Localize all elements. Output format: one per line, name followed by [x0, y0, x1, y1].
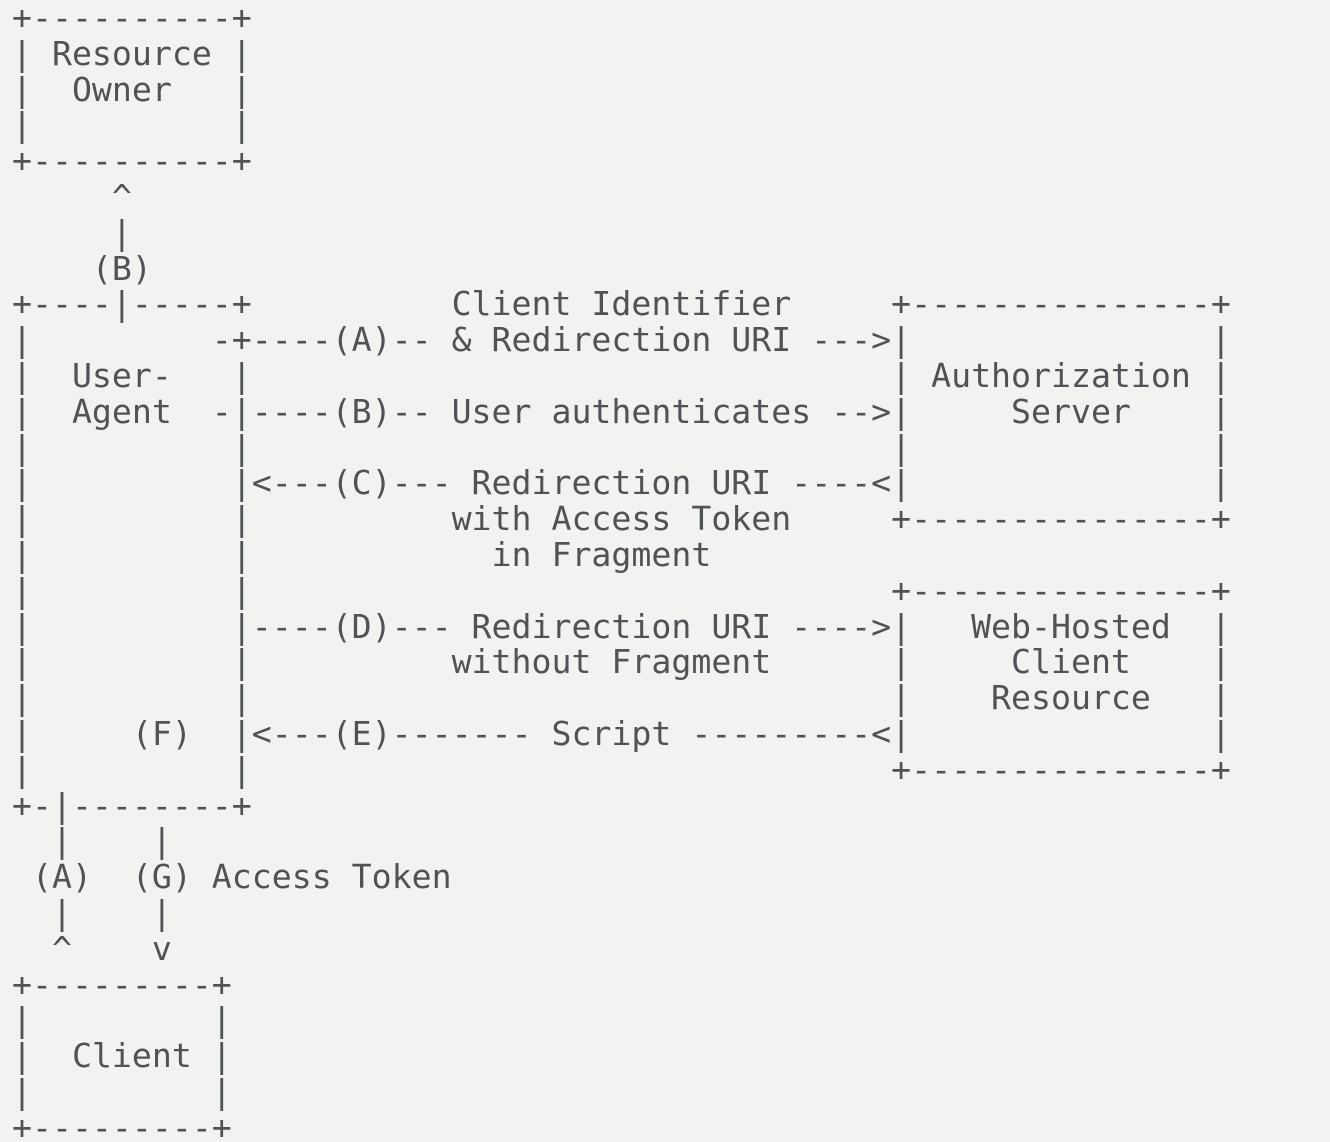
- figure-canvas: +----------+ | Resource | | Owner | | | …: [12, 0, 1231, 1142]
- ascii-flow-diagram: +----------+ | Resource | | Owner | | | …: [12, 0, 1231, 1142]
